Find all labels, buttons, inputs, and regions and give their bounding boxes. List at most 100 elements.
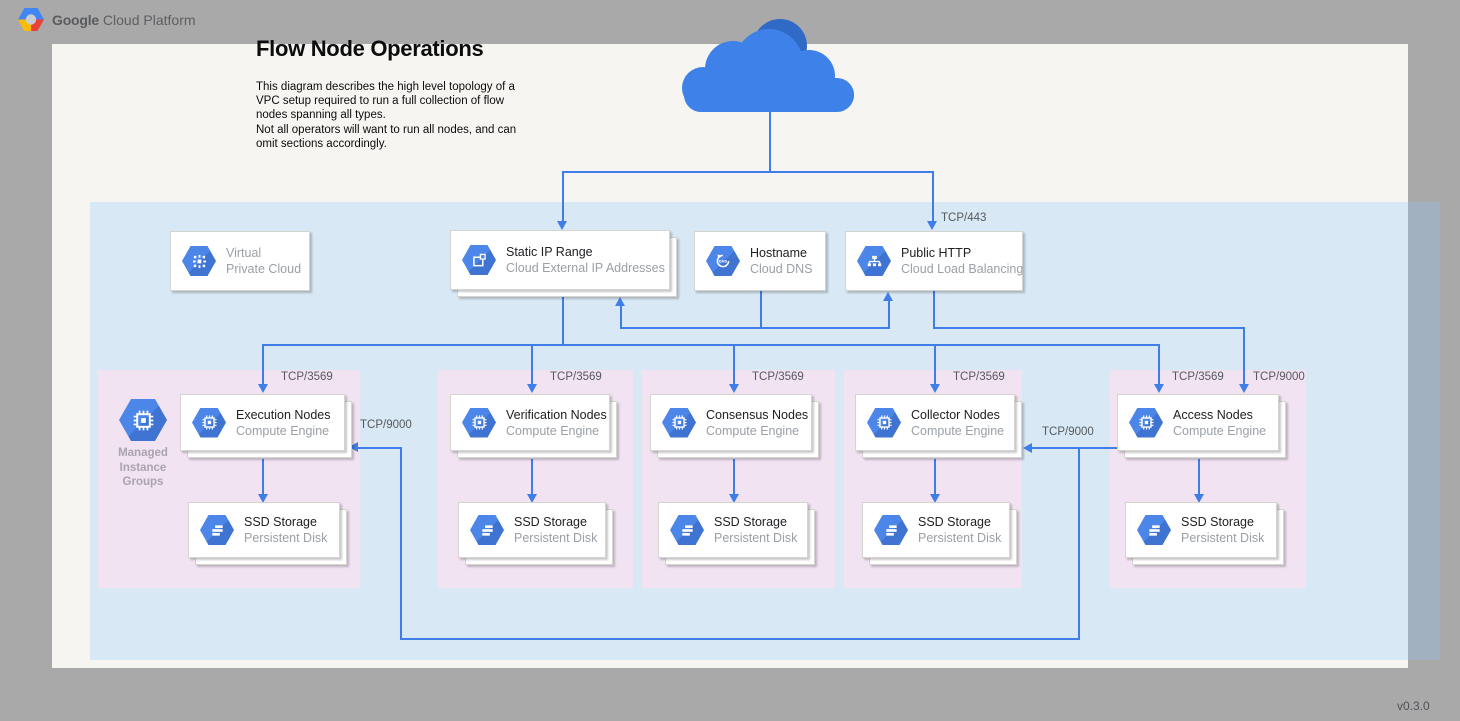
flow-line (562, 171, 564, 222)
flow-line (933, 327, 1245, 329)
edge-label-tcp3569: TCP/3569 (752, 371, 804, 383)
brand-bold: Google (52, 11, 100, 28)
cloud-dns-icon: DNS (706, 246, 740, 276)
card-subtitle: Compute Engine (506, 423, 600, 438)
brand-rest: Cloud Platform (102, 11, 196, 28)
card-ssd-storage-collector: SSD Storage Persistent Disk (862, 502, 1017, 565)
arrow-down-icon (729, 384, 739, 393)
card-title: SSD Storage (1181, 515, 1254, 529)
flow-line (400, 638, 1080, 640)
card-title: SSD Storage (244, 515, 317, 529)
description-paragraph-2: Not all operators will want to run all n… (256, 123, 517, 150)
arrow-down-icon (527, 494, 537, 503)
arrow-down-icon (1154, 384, 1164, 393)
card-title: Public HTTP (901, 246, 972, 260)
compute-engine-icon (662, 407, 696, 438)
persistent-disk-icon (670, 515, 704, 545)
card-title: SSD Storage (918, 515, 991, 529)
edge-label-tcp9000: TCP/9000 (1042, 426, 1094, 438)
card-access-nodes: Access Nodes Compute Engine (1117, 394, 1286, 458)
flow-line (262, 344, 1160, 346)
flow-line (620, 305, 622, 329)
flow-line (1032, 447, 1118, 449)
card-title: SSD Storage (514, 515, 587, 529)
card-ssd-storage-execution: SSD Storage Persistent Disk (188, 502, 347, 565)
managed-instance-groups-icon (119, 399, 167, 441)
arrow-left-icon (349, 442, 358, 452)
card-public-http: Public HTTP Cloud Load Balancing (845, 231, 1023, 291)
arrow-down-icon (258, 494, 268, 503)
compute-engine-icon (192, 407, 226, 438)
arrow-left-icon (1023, 443, 1032, 453)
card-static-ip-range: Static IP Range Cloud External IP Addres… (450, 230, 677, 297)
card-title: Collector Nodes (911, 407, 1000, 422)
edge-label-tcp3569: TCP/3569 (1172, 371, 1224, 383)
edge-label-tcp443: TCP/443 (941, 212, 987, 224)
edge-label-tcp9000: TCP/9000 (360, 419, 412, 431)
card-title: SSD Storage (714, 515, 787, 529)
external-ip-icon (462, 245, 496, 275)
arrow-down-icon (1194, 494, 1204, 503)
card-subtitle: Persistent Disk (244, 531, 328, 545)
arrow-up-icon (615, 297, 625, 306)
edge-label-tcp3569: TCP/3569 (953, 371, 1005, 383)
card-consensus-nodes: Consensus Nodes Compute Engine (650, 394, 819, 458)
card-title: Access Nodes (1173, 407, 1253, 422)
flow-line (934, 344, 936, 385)
flow-line (562, 296, 564, 346)
flow-line (932, 171, 934, 222)
card-title-line1: Virtual (226, 246, 262, 260)
card-ssd-storage-access: SSD Storage Persistent Disk (1125, 502, 1284, 565)
page-title: Flow Node Operations (256, 36, 484, 61)
arrow-up-icon (883, 292, 893, 301)
flow-line (400, 447, 402, 640)
flow-line (733, 459, 735, 496)
flow-line (531, 459, 533, 496)
arrow-down-icon (927, 221, 937, 230)
card-subtitle: Compute Engine (1173, 423, 1267, 438)
card-subtitle: Persistent Disk (918, 531, 1002, 545)
card-subtitle: Persistent Disk (1181, 531, 1265, 545)
persistent-disk-icon (874, 515, 908, 545)
card-title: Execution Nodes (236, 407, 331, 422)
flow-line (1243, 327, 1245, 384)
card-subtitle: Compute Engine (911, 423, 1005, 438)
gcp-logo-hexagon-icon (18, 8, 44, 31)
flow-line (1198, 459, 1200, 496)
card-subtitle: Cloud External IP Addresses (506, 261, 665, 275)
edge-label-tcp3569: TCP/3569 (281, 371, 333, 383)
managed-instance-groups-label: Managed Instance Groups (118, 447, 168, 488)
arrow-down-icon (1239, 384, 1249, 393)
flow-line (933, 290, 935, 329)
flow-line (620, 327, 890, 329)
card-title: Verification Nodes (506, 407, 607, 422)
flow-line (733, 344, 735, 385)
card-verification-nodes: Verification Nodes Compute Engine (450, 394, 617, 458)
flow-line (934, 459, 936, 496)
card-subtitle: Persistent Disk (514, 531, 598, 545)
card-subtitle: Compute Engine (706, 423, 800, 438)
flow-line (888, 300, 890, 329)
brand-text: Google Cloud Platform (52, 12, 196, 28)
flow-line (562, 171, 934, 173)
version-label: v0.3.0 (1397, 699, 1430, 713)
arrow-down-icon (930, 384, 940, 393)
vpc-icon (182, 246, 216, 276)
card-ssd-storage-consensus: SSD Storage Persistent Disk (658, 502, 815, 565)
card-title: Static IP Range (506, 245, 593, 259)
edge-label-tcp3569: TCP/3569 (550, 371, 602, 383)
arrow-down-icon (258, 384, 268, 393)
description: This diagram describes the high level to… (256, 80, 534, 151)
svg-text:DNS: DNS (719, 259, 728, 264)
compute-engine-icon (1129, 407, 1163, 438)
internet-cloud-icon (676, 16, 866, 121)
flow-line (769, 110, 771, 171)
flow-line (531, 344, 533, 385)
gcp-brand: Google Cloud Platform (18, 8, 196, 31)
compute-engine-icon (462, 407, 496, 438)
card-collector-nodes: Collector Nodes Compute Engine (855, 394, 1022, 458)
load-balancer-icon (857, 246, 891, 276)
card-subtitle: Cloud DNS (750, 262, 813, 276)
card-title: Consensus Nodes (706, 407, 809, 422)
